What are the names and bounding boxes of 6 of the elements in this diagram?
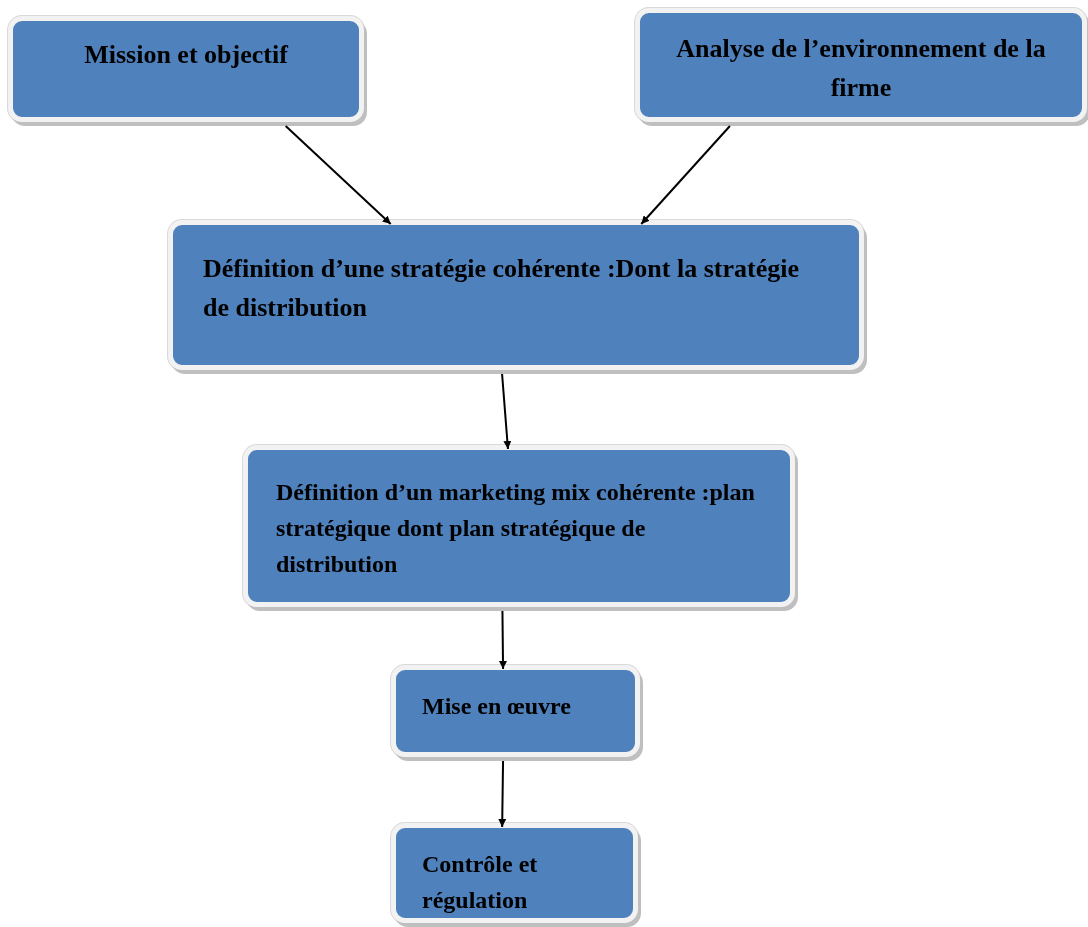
box-text: Mission et objectif xyxy=(83,39,290,71)
box-text: Analyse de l’environnement de la firme xyxy=(675,33,1047,104)
box-text: Définition d’un marketing mix cohérente :plan stratégique dont plan stratégique de distribution xyxy=(276,478,756,579)
box-text: Contrôle et régulation xyxy=(422,850,539,915)
box-text: Mise en œuvre xyxy=(422,692,572,721)
box-text: Définition d’une stratégie cohérente :Dont la stratégie de distribution xyxy=(203,253,800,324)
